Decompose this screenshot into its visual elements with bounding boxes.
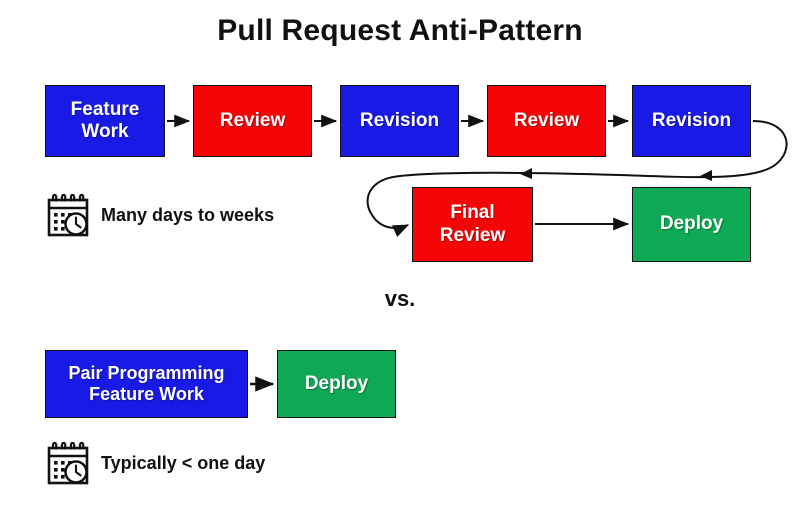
duration-note-label: Many days to weeks — [101, 204, 275, 225]
node-revision-2[interactable]: Revision — [632, 85, 751, 157]
node-review-2[interactable]: Review — [487, 85, 606, 157]
arrow-loop-chevron-left — [520, 168, 532, 179]
node-deploy-slow[interactable]: Deploy — [632, 187, 751, 262]
arrow-loop-chevron-right — [700, 170, 712, 181]
node-label: Revision — [651, 109, 732, 131]
calendar-clock-icon — [45, 192, 91, 238]
duration-note-label: Typically < one day — [101, 452, 266, 473]
node-revision-1[interactable]: Revision — [340, 85, 459, 157]
node-review-1[interactable]: Review — [193, 85, 312, 157]
node-label: Review — [219, 109, 286, 131]
calendar-clock-icon — [45, 440, 91, 486]
node-deploy-fast[interactable]: Deploy — [277, 350, 396, 418]
duration-note-slow: Many days to weeks — [45, 192, 274, 238]
node-label: Review — [513, 109, 580, 131]
node-label: Revision — [359, 109, 440, 131]
page-title: Pull Request Anti-Pattern — [217, 14, 583, 47]
duration-note-fast: Typically < one day — [45, 440, 265, 486]
node-label: Deploy — [304, 372, 369, 394]
separator-vs: vs. — [384, 286, 416, 311]
node-label: Deploy — [659, 213, 724, 235]
